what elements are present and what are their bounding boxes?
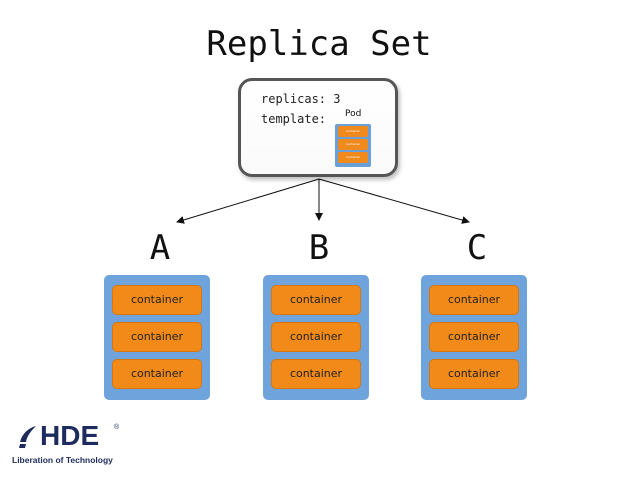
replica-label-c: C xyxy=(466,228,488,268)
container-block: container xyxy=(112,322,202,352)
container-block: container xyxy=(429,359,519,389)
arrow-to-c xyxy=(318,178,470,224)
pod-c: container container container xyxy=(421,275,527,400)
logo-name: HDE xyxy=(40,420,100,451)
mini-pod-label: Pod xyxy=(345,109,362,119)
logo-tagline: Liberation of Technology xyxy=(12,455,113,465)
replicaset-spec-box: replicas: 3 template: Pod container cont… xyxy=(238,78,398,177)
replica-label-b: B xyxy=(308,228,330,268)
container-block: container xyxy=(112,285,202,315)
hde-logo: HDE ® Liberation of Technology xyxy=(10,420,140,470)
container-block: container xyxy=(271,285,361,315)
replicas-line: replicas: 3 xyxy=(261,92,341,106)
hde-logo-icon xyxy=(19,426,36,448)
container-block: container xyxy=(271,359,361,389)
mini-container: container xyxy=(338,139,368,150)
arrow-to-a xyxy=(176,178,320,224)
container-block: container xyxy=(429,285,519,315)
replica-label-a: A xyxy=(149,228,171,268)
logo-registered-mark: ® xyxy=(114,424,120,431)
mini-container: container xyxy=(338,126,368,137)
mini-container: container xyxy=(338,152,368,163)
mini-pod-template: container container container xyxy=(335,124,371,167)
container-block: container xyxy=(112,359,202,389)
diagram-title: Replica Set xyxy=(206,24,432,64)
container-block: container xyxy=(271,322,361,352)
pod-a: container container container xyxy=(104,275,210,400)
pod-b: container container container xyxy=(263,275,369,400)
template-line: template: xyxy=(261,112,327,126)
container-block: container xyxy=(429,322,519,352)
